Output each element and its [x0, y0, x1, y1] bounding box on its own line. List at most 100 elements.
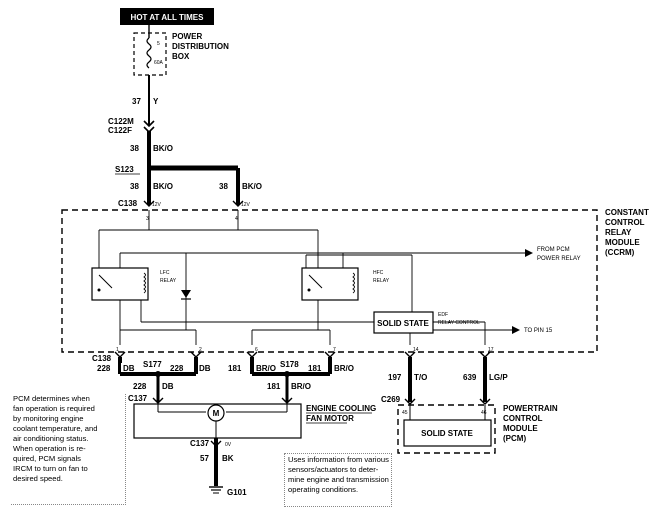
wire-639-number: 639 [463, 373, 477, 382]
pcm-label-2: CONTROL [503, 414, 543, 423]
ccrm-internal-wiring [98, 210, 525, 345]
ccrm-module-box [61, 209, 598, 353]
wire-228-left-color-bg [121, 363, 135, 372]
wire-38-number: 38 [130, 144, 139, 153]
c138-bottom-icons [114, 351, 491, 358]
connector-c137-bottom: C137 [190, 439, 210, 448]
wire-181-left-number: 181 [228, 364, 242, 373]
pcm-label-1: POWERTRAIN [503, 404, 558, 413]
ground-voltage: 0V [225, 442, 232, 448]
wire-639-color: LG/P [489, 373, 508, 382]
wire-181-right-number: 181 [308, 364, 322, 373]
sensor-note: Uses information from various sensors/ac… [284, 453, 392, 507]
ccrm-pin-3: 3 [146, 216, 149, 222]
wire-38-left-number: 38 [130, 182, 139, 191]
connector-c269: C269 [381, 395, 401, 404]
wire-228-motor-number: 228 [133, 382, 147, 391]
lfc-terminal-icon [97, 288, 101, 292]
ccrm-pin-2: 2 [199, 347, 202, 353]
hfc-relay [301, 267, 359, 301]
hfc-coil-icon [352, 272, 355, 294]
pcm-note-line: coolant temperature, and [13, 424, 98, 433]
wire-228-left-color: DB [123, 364, 135, 373]
c269-right-icon [479, 398, 491, 405]
motor-label-2: FAN MOTOR [306, 414, 354, 423]
c137-top-right-icon [281, 397, 293, 404]
ccrm-pin-4: 4 [235, 216, 238, 222]
wire-228-right-number: 228 [170, 364, 184, 373]
splice-s178: S178 [280, 360, 299, 369]
pcm-note-line: desired speed. [13, 474, 63, 483]
pcm-note-line: fan operation is required [13, 404, 95, 413]
pcm-note-line: quired, PCM signals [13, 454, 81, 463]
pcm-solid-state-label: SOLID STATE [421, 429, 473, 438]
connector-c122m: C122M [108, 117, 134, 126]
header-title: HOT AT ALL TIMES [131, 13, 205, 22]
wire-181-left-color: BR/O [256, 364, 276, 373]
to-pin-arrow-icon [512, 326, 520, 334]
wire-197-color: T/O [414, 373, 427, 382]
pdb-label-2: DISTRIBUTION [172, 42, 229, 51]
motor-symbol: M [213, 409, 220, 418]
from-pcm-line1: FROM PCM [537, 247, 570, 253]
wire-197-number: 197 [388, 373, 402, 382]
connector-c138-top: C138 [118, 199, 138, 208]
connector-c138-bottom: C138 [92, 354, 112, 363]
ground-g101: G101 [227, 488, 247, 497]
pdb-label-3: BOX [172, 52, 190, 61]
wire-228-right-color: DB [199, 364, 211, 373]
pdb-label-1: POWER [172, 32, 202, 41]
pcm-module-box [397, 404, 496, 454]
header-banner [120, 8, 214, 25]
ccrm-label-4: MODULE [605, 238, 640, 247]
voltage-b: 12V [241, 202, 251, 208]
c269-left-icon [404, 398, 416, 405]
ccrm-solid-state [373, 311, 434, 334]
wire-38-right-number: 38 [219, 182, 228, 191]
wire-37-color: Y [153, 97, 159, 106]
ccrm-label-2: CONTROL [605, 218, 645, 227]
fuse-number: 5 [157, 41, 160, 47]
lfc-contact-icon [98, 274, 113, 289]
wire-228-left-number: 228 [97, 364, 111, 373]
wire-57-color: BK [222, 454, 234, 463]
fuse-rating: 60A [154, 60, 164, 66]
hfc-relay-label-1: HFC [373, 270, 384, 276]
voltage-a: 12V [152, 202, 162, 208]
hfc-relay-label-2: RELAY [373, 278, 390, 284]
c137-bottom-icon [210, 440, 222, 447]
ccrm-label-5: (CCRM) [605, 248, 635, 257]
connector-c137-top: C137 [128, 394, 148, 403]
ccrm-solid-state-label: SOLID STATE [377, 319, 429, 328]
pcm-label-4: (PCM) [503, 434, 526, 443]
pcm-note: PCM determines when fan operation is req… [11, 394, 126, 505]
splice-s177: S177 [143, 360, 162, 369]
wire-37-number: 37 [132, 97, 141, 106]
connector-c122-top-icon [143, 120, 155, 128]
wire-181-motor-color: BR/O [291, 382, 311, 391]
wire-38-color: BK/O [153, 144, 173, 153]
pcm-note-line: When operation is re- [13, 444, 86, 453]
ccrm-pin-7: 7 [333, 347, 336, 353]
pcm-note-line: by monitoring engine [13, 414, 84, 423]
wire-181-motor-number: 181 [267, 382, 281, 391]
pcm-solid-state [403, 419, 492, 447]
pcm-pin-45: 45 [402, 410, 408, 416]
s177-dot [155, 371, 161, 377]
c138-top-pin3-icon [143, 200, 155, 207]
wire-181-right-color: BR/O [334, 364, 354, 373]
sensor-note-line: operating conditions. [288, 485, 359, 494]
ccrm-label-1: CONSTANT [605, 208, 649, 217]
pcm-note-line: IRCM to turn on fan to [13, 464, 88, 473]
diode-icon [181, 290, 191, 298]
pcm-pin-46: 46 [481, 410, 487, 416]
pcm-note-line: PCM determines when [13, 394, 90, 403]
pcm-label-3: MODULE [503, 424, 538, 433]
from-pcm-arrow-icon [525, 249, 533, 257]
c138-top-pin4-icon [232, 200, 244, 207]
sensor-note-line: mine engine and transmission [288, 475, 389, 484]
hfc-terminal-icon [307, 288, 311, 292]
s178-dot [284, 371, 290, 377]
ccrm-pin-1: 1 [116, 347, 119, 353]
